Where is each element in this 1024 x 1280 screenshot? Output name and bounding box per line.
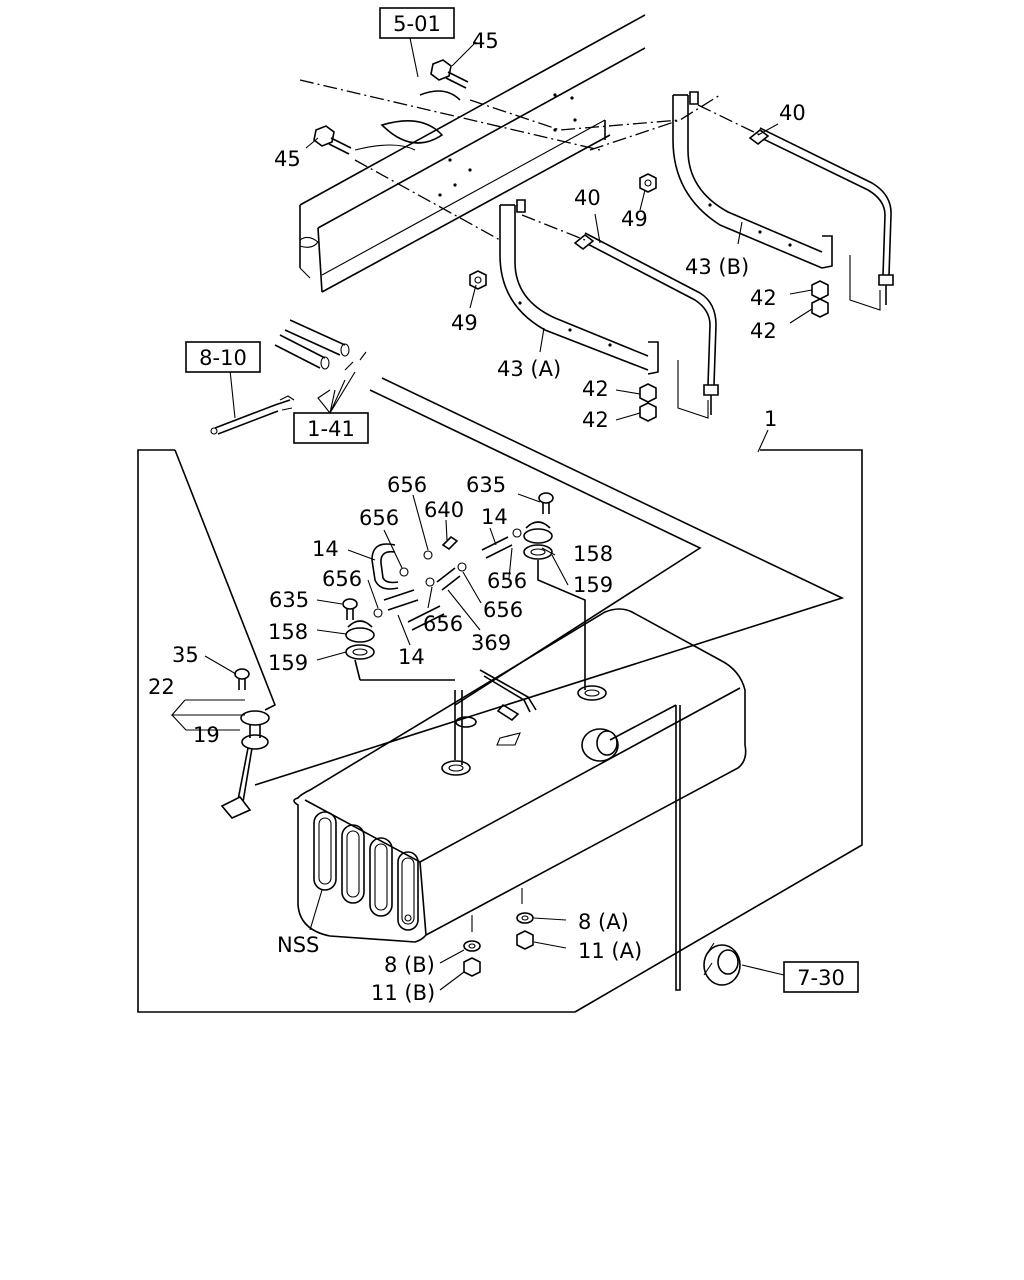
- svg-text:5-01: 5-01: [393, 12, 441, 36]
- callout-42: 42: [582, 377, 609, 401]
- screw-635-right: [538, 492, 554, 514]
- callout-635: 635: [466, 473, 506, 497]
- fitting-640: [441, 535, 459, 551]
- screw-635-left: [342, 598, 358, 620]
- centerline-5: [697, 104, 761, 136]
- cable-8-10: [210, 395, 295, 435]
- strap-40-left: [573, 232, 719, 415]
- filler-leader: [675, 705, 681, 991]
- callout-11a: 11 (A): [578, 939, 642, 963]
- callout-42: 42: [750, 286, 777, 310]
- hose-369: [436, 567, 461, 591]
- nut-49-right: [639, 173, 657, 193]
- ref-box-8-10[interactable]: 8-10: [185, 341, 261, 373]
- callout-19: 19: [193, 723, 220, 747]
- callout-14: 14: [481, 505, 508, 529]
- cap-158-left: [345, 620, 375, 643]
- hose-14-loop: [371, 543, 399, 590]
- callout-1: 1: [764, 407, 777, 431]
- filler-neck: [581, 728, 619, 762]
- bolt-45-upper: [430, 59, 469, 89]
- centerline-6: [521, 214, 586, 241]
- tank-port-left: [441, 760, 471, 776]
- callouts: 45 45 40 40 49 49 43 (B) 43 (A) 42 42 42…: [148, 29, 806, 1005]
- callout-159: 159: [573, 573, 613, 597]
- riser-stub: [354, 659, 361, 681]
- bolt-45-lower: [313, 125, 352, 155]
- drain-lower: [463, 915, 481, 977]
- callout-42: 42: [750, 319, 777, 343]
- leader-box-left: [677, 360, 709, 419]
- callout-158: 158: [268, 620, 308, 644]
- centerline-4: [589, 94, 721, 151]
- nuts-42-right: [811, 280, 829, 318]
- ref-box-5-01[interactable]: 5-01: [379, 7, 455, 39]
- filler-leader-2: [609, 704, 677, 741]
- cap-158-right: [523, 521, 553, 544]
- callout-45: 45: [472, 29, 499, 53]
- callout-656: 656: [359, 506, 399, 530]
- centerline-1: [299, 79, 601, 151]
- callout-40: 40: [574, 186, 601, 210]
- callout-8a: 8 (A): [578, 910, 629, 934]
- callout-656: 656: [387, 473, 427, 497]
- callout-656: 656: [322, 567, 362, 591]
- callout-635: 635: [269, 588, 309, 612]
- callout-43a: 43 (A): [497, 357, 561, 381]
- callout-43b: 43 (B): [685, 255, 749, 279]
- gasket-159-right: [523, 544, 553, 560]
- hose-14-center: [383, 589, 445, 631]
- bracket-43a: [499, 199, 659, 375]
- tank-end-ribs: [313, 811, 419, 931]
- callout-45: 45: [274, 147, 301, 171]
- callout-159: 159: [268, 651, 308, 675]
- rail-holes: [438, 93, 577, 197]
- strap-40-right: [748, 127, 894, 305]
- leader-lines: [170, 37, 813, 991]
- callout-656: 656: [483, 598, 523, 622]
- callout-49: 49: [621, 207, 648, 231]
- riser-right: [537, 560, 586, 690]
- frame-rail: [299, 14, 646, 293]
- fuel-sender-unit: [220, 668, 270, 819]
- nut-49-left: [469, 270, 487, 290]
- drain-upper: [516, 888, 534, 950]
- clamps-656: [373, 528, 522, 618]
- callout-640: 640: [424, 498, 464, 522]
- svg-text:8-10: 8-10: [199, 346, 247, 370]
- pipes-1-41: [274, 319, 367, 371]
- callout-nss: NSS: [277, 933, 319, 957]
- leader-box-right: [849, 255, 881, 311]
- ref-box-1-41[interactable]: 1-41: [293, 412, 369, 444]
- svg-text:7-30: 7-30: [797, 966, 845, 990]
- callout-656: 656: [423, 612, 463, 636]
- hose-14-upper: [481, 536, 513, 559]
- callout-11b: 11 (B): [371, 981, 435, 1005]
- callout-14: 14: [312, 537, 339, 561]
- callout-14: 14: [398, 645, 425, 669]
- callout-656: 656: [487, 569, 527, 593]
- callout-8b: 8 (B): [384, 953, 435, 977]
- centerline-3: [469, 99, 681, 131]
- ref-box-7-30[interactable]: 7-30: [783, 961, 859, 993]
- fuel-tank-body: [293, 608, 747, 943]
- filler-cap-7-30: [703, 942, 741, 986]
- callout-369: 369: [471, 631, 511, 655]
- callout-22: 22: [148, 675, 175, 699]
- gasket-159-left: [345, 644, 375, 660]
- callout-40: 40: [779, 101, 806, 125]
- callout-158: 158: [573, 542, 613, 566]
- tank-port-right: [577, 685, 607, 701]
- riser-left: [454, 690, 463, 765]
- svg-text:1-41: 1-41: [307, 417, 355, 441]
- bracket-43b: [672, 91, 833, 269]
- nuts-42-left: [639, 383, 657, 422]
- callout-49: 49: [451, 311, 478, 335]
- callout-42: 42: [582, 408, 609, 432]
- callout-35: 35: [172, 643, 199, 667]
- centerline-2: [354, 159, 501, 241]
